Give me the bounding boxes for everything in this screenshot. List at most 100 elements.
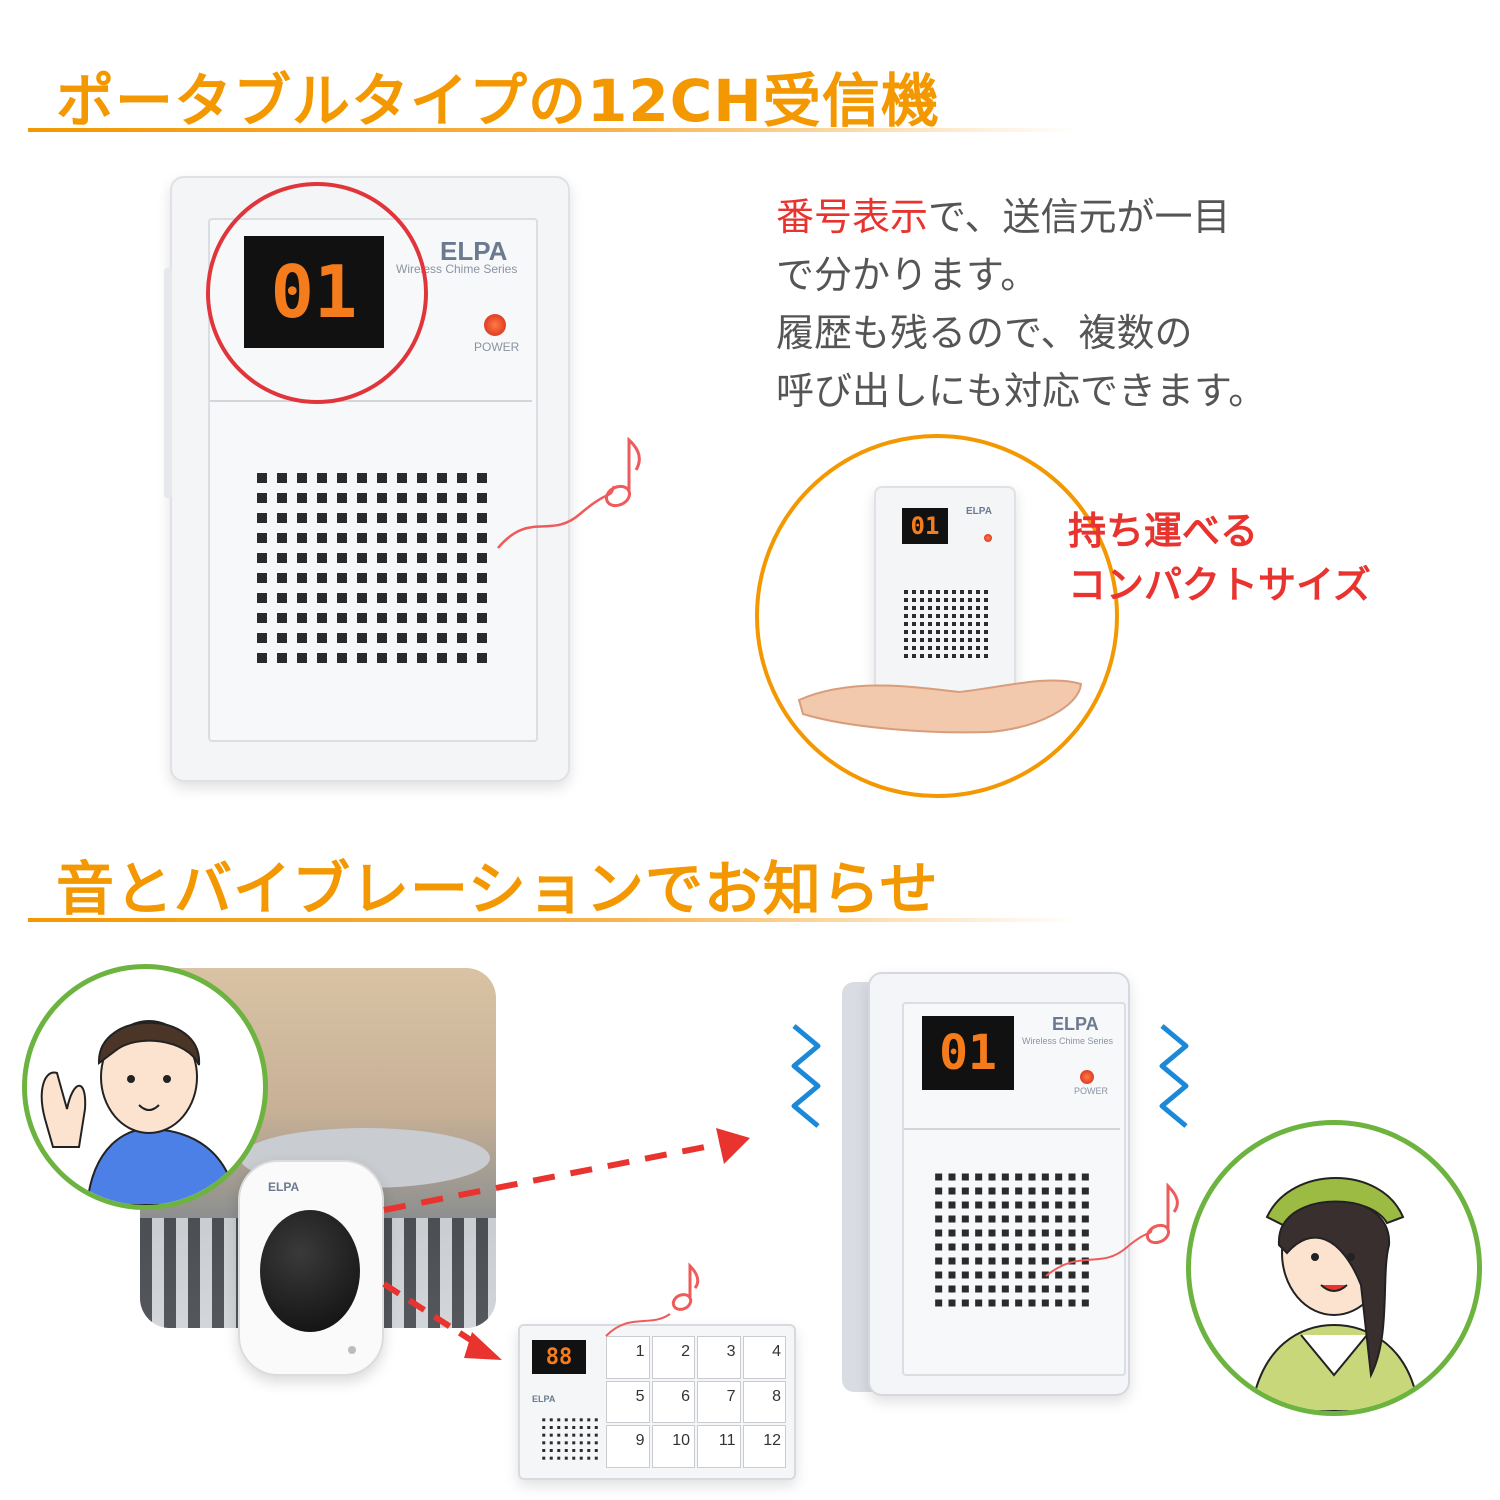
grille-hole: [457, 473, 467, 483]
grille-hole: [912, 590, 916, 594]
grille-hole: [397, 493, 407, 503]
grille-hole: [1028, 1285, 1036, 1293]
grille-hole: [936, 622, 940, 626]
grille-hole: [928, 590, 932, 594]
grille-hole: [317, 533, 327, 543]
channel-button-1[interactable]: 1: [606, 1336, 650, 1379]
grille-hole: [975, 1201, 983, 1209]
grille-hole: [920, 622, 924, 626]
staff-illustration: [1249, 1177, 1421, 1411]
channel-button-8[interactable]: 8: [742, 1380, 786, 1424]
channel-button-2[interactable]: 2: [651, 1336, 695, 1379]
grille-hole: [904, 654, 908, 658]
grille-hole: [587, 1426, 591, 1429]
grille-hole: [984, 598, 988, 602]
channel-label-2: 2: [681, 1343, 690, 1360]
channel-button-7[interactable]: 7: [697, 1380, 741, 1424]
grille-hole: [1068, 1173, 1076, 1181]
description-line3: 履歴も残るので、複数の: [776, 311, 1193, 355]
grille-hole: [417, 493, 427, 503]
grille-hole: [417, 533, 427, 543]
receiver-3d-power-led: [1080, 1070, 1094, 1084]
side-switch[interactable]: [164, 268, 172, 498]
grille-hole: [976, 654, 980, 658]
grille-hole: [587, 1418, 591, 1422]
grille-hole: [960, 630, 964, 634]
grille-hole: [357, 593, 367, 603]
grille-hole: [1081, 1271, 1089, 1279]
channel-button-9[interactable]: 9: [606, 1425, 650, 1468]
grille-hole: [542, 1426, 546, 1429]
grille-hole: [257, 633, 267, 643]
grille-hole: [564, 1426, 568, 1429]
description-highlight: 番号表示: [776, 195, 929, 239]
grille-hole: [337, 593, 347, 603]
grille-hole: [277, 573, 287, 583]
grille-hole: [477, 493, 487, 503]
channel-button-3[interactable]: 3: [697, 1336, 741, 1379]
grille-hole: [1015, 1229, 1023, 1237]
grille-hole: [1055, 1201, 1063, 1209]
grille-hole: [961, 1299, 969, 1307]
grille-hole: [579, 1426, 583, 1429]
grille-hole: [297, 593, 307, 603]
grille-hole: [920, 654, 924, 658]
customer-bubble: [22, 964, 268, 1210]
grille-hole: [549, 1433, 553, 1437]
grille-hole: [952, 590, 956, 594]
grille-hole: [377, 573, 387, 583]
grille-hole: [904, 646, 908, 650]
grille-hole: [594, 1418, 598, 1422]
grille-hole: [1041, 1299, 1049, 1307]
channel-button-12[interactable]: 12: [742, 1425, 786, 1468]
grille-hole: [976, 606, 980, 610]
grille-hole: [975, 1271, 983, 1279]
grille-hole: [952, 622, 956, 626]
grille-hole: [952, 606, 956, 610]
grille-hole: [912, 614, 916, 618]
grille-hole: [457, 633, 467, 643]
grille-hole: [297, 573, 307, 583]
channel-button-5[interactable]: 5: [606, 1380, 650, 1424]
grille-hole: [960, 646, 964, 650]
music-note-icon: [497, 436, 641, 549]
receiver-3d-speaker-grille: [935, 1173, 1089, 1307]
grille-hole: [912, 622, 916, 626]
grille-hole: [968, 606, 972, 610]
grille-hole: [1015, 1257, 1023, 1265]
grille-hole: [257, 513, 267, 523]
grille-hole: [357, 653, 367, 663]
grille-hole: [928, 646, 932, 650]
grille-hole: [594, 1449, 598, 1452]
grille-hole: [935, 1215, 943, 1223]
grille-hole: [1068, 1285, 1076, 1293]
grille-hole: [936, 590, 940, 594]
grille-hole: [297, 473, 307, 483]
grille-hole: [928, 630, 932, 634]
grille-hole: [337, 633, 347, 643]
grille-hole: [936, 598, 940, 602]
grille-hole: [377, 473, 387, 483]
grille-hole: [936, 614, 940, 618]
grille-hole: [944, 630, 948, 634]
grille-hole: [1055, 1215, 1063, 1223]
grille-hole: [935, 1257, 943, 1265]
grille-hole: [1068, 1201, 1076, 1209]
grille-hole: [935, 1229, 943, 1237]
grille-hole: [397, 473, 407, 483]
grille-hole: [960, 614, 964, 618]
grille-hole: [952, 614, 956, 618]
channel-label-5: 5: [635, 1387, 645, 1405]
grille-hole: [557, 1418, 561, 1422]
small-power-led: [984, 534, 992, 542]
channel-label-3: 3: [726, 1343, 736, 1360]
channel-button-6[interactable]: 6: [651, 1380, 695, 1424]
channel-button-10[interactable]: 10: [651, 1425, 695, 1468]
call-button[interactable]: [260, 1210, 360, 1332]
channel-button-4[interactable]: 4: [742, 1336, 786, 1379]
vibrating-receiver: 01 ELPA Wireless Chime Series POWER: [842, 972, 1130, 1396]
grille-hole: [257, 553, 267, 563]
grille-hole: [317, 493, 327, 503]
channel-button-11[interactable]: 11: [697, 1425, 741, 1468]
grille-hole: [928, 606, 932, 610]
